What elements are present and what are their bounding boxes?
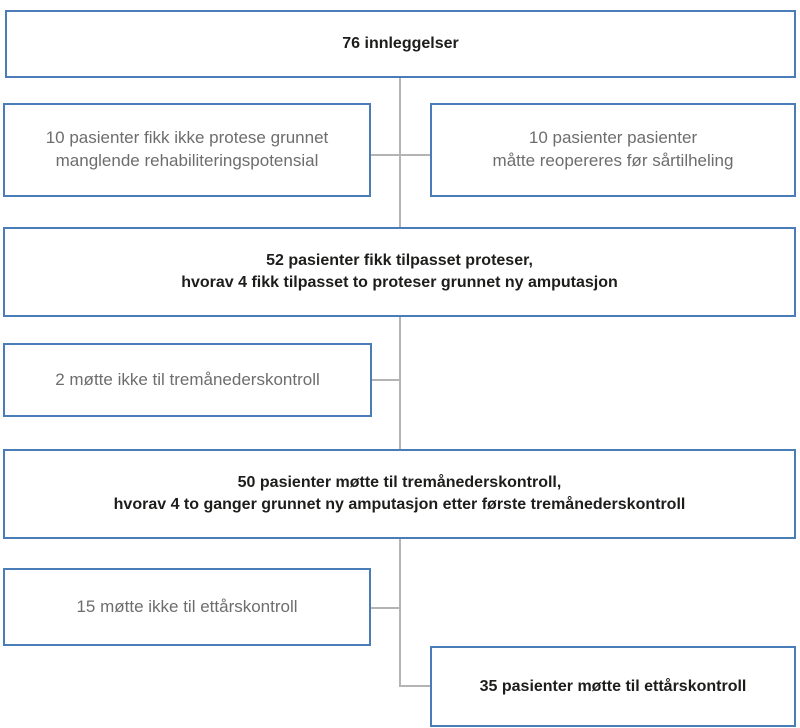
connector-tremaaneder-to-ettaar [399,539,401,687]
connector-stub-ingen-protese [371,154,400,156]
flow-box-tremaanederskontroll: 50 pasienter møtte til tremånederskontro… [3,449,796,539]
flow-box-innleggelser-label: 76 innleggelser [342,35,459,53]
flow-box-ettaarskontroll-label: 35 pasienter møtte til ettårskontroll [479,677,747,695]
flow-box-ikke-ettaarskontroll-label: 15 møtte ikke til ettårskontroll [76,596,298,616]
flow-box-ettaarskontroll: 35 pasienter møtte til ettårskontroll [430,646,796,727]
connector-proteser-to-tremaaneder [399,317,401,449]
connector-stub-reoperert [399,154,430,156]
flow-box-reoperert-label: 10 pasienter pasienter måtte reopereres … [492,128,734,170]
flow-box-ingen-protese-label: 10 pasienter fikk ikke protese grunnet m… [45,128,329,170]
flow-box-reoperert: 10 pasienter pasienter måtte reopereres … [430,103,796,197]
connector-stub-ikke-ettaar [371,607,400,609]
flow-box-ikke-tremaanederskontroll-label: 2 møtte ikke til tremånederskontroll [55,369,320,389]
flow-box-tremaanederskontroll-label: 50 pasienter møtte til tremånederskontro… [113,474,686,513]
connector-stub-ikke-tremaaneder [372,379,400,381]
flow-box-tilpasset-proteser: 52 pasienter fikk tilpasset proteser, hv… [3,227,796,317]
flow-box-ingen-protese: 10 pasienter fikk ikke protese grunnet m… [3,103,371,197]
flow-box-tilpasset-proteser-label: 52 pasienter fikk tilpasset proteser, hv… [181,252,618,291]
flow-box-ikke-tremaanederskontroll: 2 møtte ikke til tremånederskontroll [3,343,372,417]
flow-box-ikke-ettaarskontroll: 15 møtte ikke til ettårskontroll [3,568,371,646]
flow-box-innleggelser: 76 innleggelser [5,10,796,78]
connector-stub-ettaarskontroll [399,685,430,687]
connector-top-to-proteser [399,78,401,227]
